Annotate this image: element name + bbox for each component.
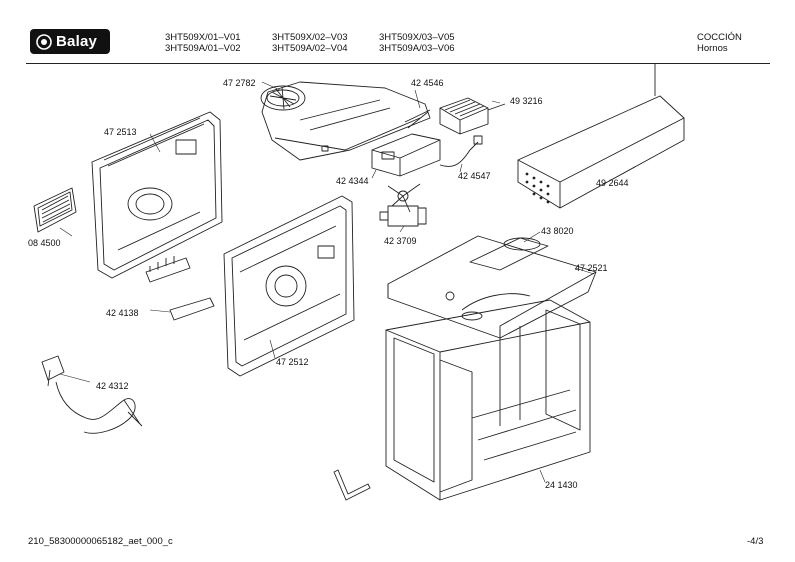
page-number: -4/3	[747, 536, 764, 547]
part-label: 47 2782	[223, 78, 256, 88]
power-cord-part	[41, 355, 143, 434]
rear-cover-part	[517, 64, 685, 209]
category-block: COCCIÓN Hornos	[697, 32, 742, 54]
header-divider	[26, 63, 770, 64]
part-label: 42 4312	[96, 381, 129, 391]
model-group-1: 3HT509X/01–V01 3HT509A/01–V02	[165, 32, 241, 54]
cable-part	[439, 141, 479, 167]
fan-motor-part	[379, 183, 427, 227]
part-label: 42 4138	[106, 308, 139, 318]
model-code: 3HT509A/01–V02	[165, 43, 241, 54]
model-code: 3HT509X/03–V05	[379, 32, 455, 43]
heatsink-part	[439, 97, 506, 135]
part-label: 42 3709	[384, 236, 417, 246]
document-id: 210_58300000065182_aet_000_c	[28, 536, 173, 547]
l-bracket-part	[333, 469, 371, 501]
part-label: 42 4344	[336, 176, 369, 186]
balay-logo-icon	[36, 33, 52, 50]
front-inner-panel-part	[91, 111, 223, 279]
category-title: COCCIÓN	[697, 32, 742, 43]
back-inner-panel-part	[223, 195, 355, 377]
filter-grille-part	[33, 187, 77, 233]
model-code: 3HT509A/03–V06	[379, 43, 455, 54]
model-code: 3HT509X/02–V03	[272, 32, 348, 43]
top-plate-part	[387, 235, 597, 339]
part-label: 49 3216	[510, 96, 543, 106]
part-label: 24 1430	[545, 480, 578, 490]
fan-cover-part	[260, 81, 431, 161]
part-label: 08 4500	[28, 238, 61, 248]
cable-connector-icon	[473, 135, 483, 145]
part-label: 42 4546	[411, 78, 444, 88]
model-code: 3HT509A/02–V04	[272, 43, 348, 54]
model-group-2: 3HT509X/02–V03 3HT509A/02–V04	[272, 32, 348, 54]
part-label: 43 8020	[541, 226, 574, 236]
part-label: 47 2513	[104, 127, 137, 137]
part-label: 42 4547	[458, 171, 491, 181]
part-label: 49 2644	[596, 178, 629, 188]
category-subtitle: Hornos	[697, 43, 728, 54]
model-code: 3HT509X/01–V01	[165, 32, 241, 43]
oven-body-part	[385, 299, 591, 501]
leader-lines	[59, 81, 595, 483]
balay-logo: Balay	[30, 29, 110, 54]
part-label: 47 2521	[575, 263, 608, 273]
brand-name: Balay	[56, 33, 98, 50]
electronic-module-part	[371, 109, 441, 177]
hinge-bracket-part	[145, 256, 215, 321]
model-group-3: 3HT509X/03–V05 3HT509A/03–V06	[379, 32, 455, 54]
part-label: 47 2512	[276, 357, 309, 367]
